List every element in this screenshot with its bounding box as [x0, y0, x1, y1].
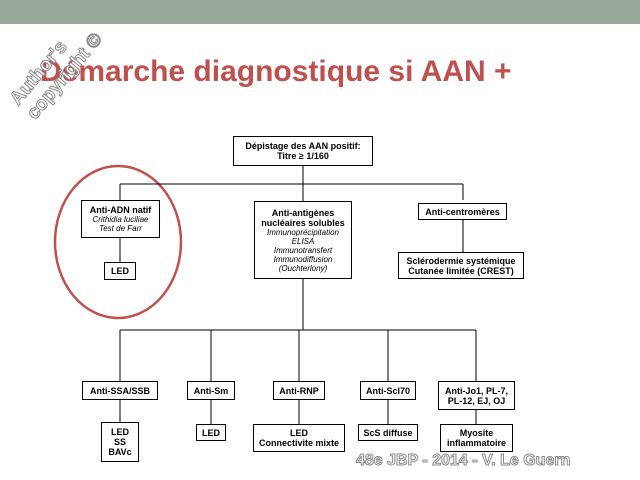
highlight-circle: [53, 164, 183, 320]
anti-adn-node: Anti-ADN natif Crithidia luciliae Test d…: [81, 200, 160, 238]
anti-adn-method-2: Test de Farr: [99, 224, 142, 233]
rnp-result-2: Connectivite mixte: [258, 438, 340, 448]
anti-centromeres-node: Anti-centromères: [418, 203, 507, 220]
root-line-1: Dépistage des AAN positif:: [245, 141, 361, 151]
anti-antigenes-method-1: Immunoprécipitation: [266, 227, 340, 237]
anti-rnp-node: Anti-RNP: [273, 381, 325, 400]
sclerodermie-node: Sclérodermie systémique Cutanée limitée …: [398, 252, 524, 279]
anti-antigenes-node: Anti-antigènes nucléaires solubles Immun…: [254, 201, 352, 279]
led-left-node: LED: [104, 262, 136, 280]
jo1-result-1: Myosite: [459, 428, 494, 438]
sclerodermie-line-2: Cutanée limitée (CREST): [408, 265, 514, 276]
sclerodermie-line-1: Sclérodermie systémique: [406, 255, 516, 266]
anti-ssa-ssb-label: Anti-SSA/SSB: [89, 385, 150, 396]
anti-jo1-label-1: Anti-Jo1, PL-7,: [444, 385, 508, 396]
anti-antigenes-label-2: nucléaires solubles: [261, 217, 345, 228]
anti-ssa-ssb-node: Anti-SSA/SSB: [82, 381, 158, 400]
rnp-result-node: LED Connectivite mixte: [253, 424, 345, 452]
led-left-label: LED: [111, 266, 129, 276]
jo1-result-node: Myosite inflammatoire: [440, 424, 513, 452]
rnp-result-1: LED: [290, 428, 308, 438]
scl70-result-node: ScS diffuse: [358, 424, 418, 441]
anti-sm-node: Anti-Sm: [187, 381, 235, 400]
anti-jo1-node: Anti-Jo1, PL-7, PL-12, EJ, OJ: [438, 381, 515, 410]
anti-scl70-label: Anti-Scl70: [365, 385, 410, 396]
ssa-result-1: LED: [111, 427, 129, 437]
anti-adn-label: Anti-ADN natif: [89, 205, 152, 215]
ssa-result-2: SS: [113, 437, 126, 447]
root-node: Dépistage des AAN positif: Titre ≥ 1/160: [233, 136, 373, 166]
anti-adn-method-1: Crithidia luciliae: [92, 215, 149, 224]
root-line-2: Titre ≥ 1/160: [277, 151, 329, 161]
anti-sm-label: Anti-Sm: [193, 385, 229, 396]
anti-antigenes-method-4: Immunodiffusion: [273, 254, 333, 264]
ssa-result-3: BAVc: [108, 447, 132, 457]
bottom-watermark: 48e JBP - 2014 - V. Le Guern: [355, 452, 571, 470]
anti-jo1-label-2: PL-12, EJ, OJ: [447, 395, 506, 406]
scl70-result-1: ScS diffuse: [363, 427, 413, 438]
anti-antigenes-label-1: Anti-antigènes: [271, 207, 335, 218]
jo1-result-2: inflammatoire: [446, 438, 506, 448]
sm-result-node: LED: [196, 424, 226, 441]
anti-centromeres-label: Anti-centromères: [425, 206, 500, 217]
anti-antigenes-method-3: Immunotransfert: [273, 245, 333, 255]
anti-rnp-label: Anti-RNP: [279, 385, 319, 396]
anti-antigenes-method-2: ELISA: [291, 236, 315, 246]
ssa-result-node: LED SS BAVc: [101, 422, 139, 462]
anti-scl70-node: Anti-Scl70: [360, 381, 416, 400]
top-banner: [0, 0, 640, 24]
anti-antigenes-method-5: (Ouchterlony): [278, 263, 328, 273]
sm-result-1: LED: [202, 427, 220, 438]
slide-title: Démarche diagnostique si AAN +: [40, 55, 512, 88]
